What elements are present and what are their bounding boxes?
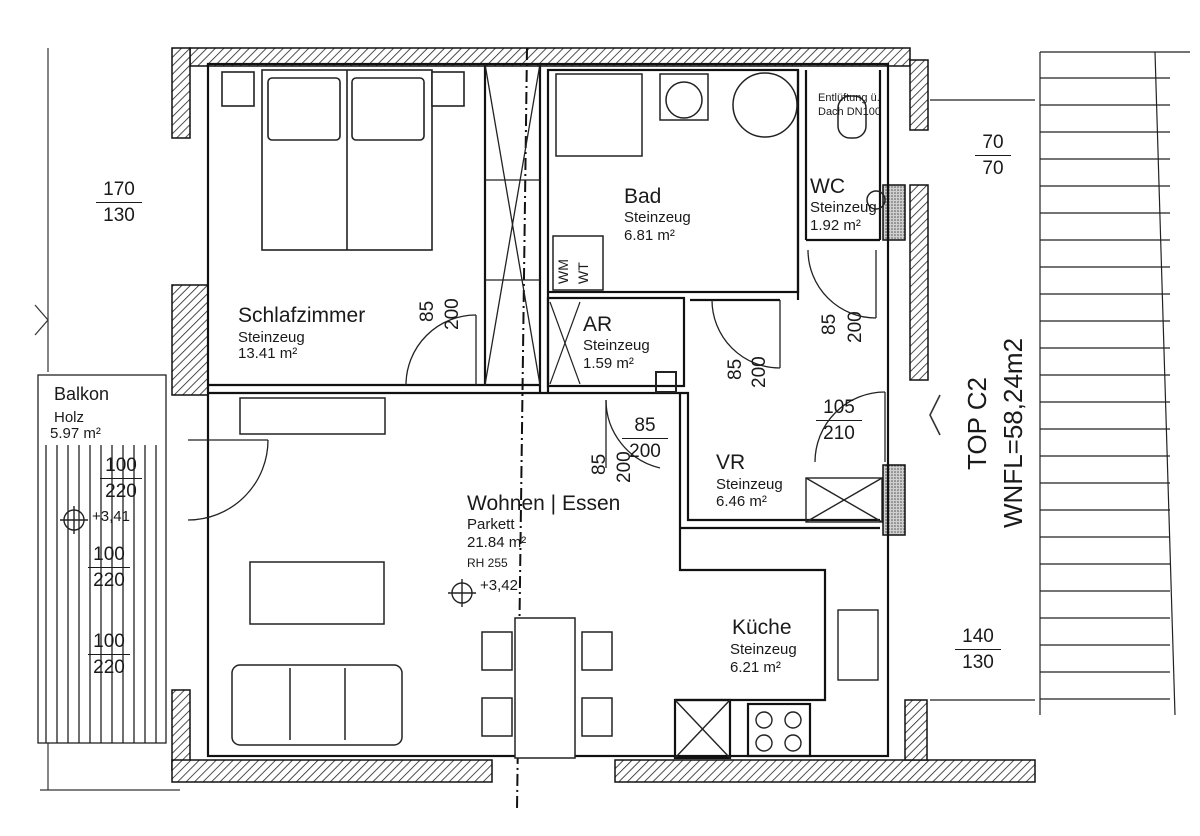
room-material-wohnen: Parkett [467, 516, 515, 533]
room-material-kueche: Steinzeug [730, 641, 797, 658]
door-dim-entry: 105 210 [816, 398, 862, 443]
window-dim-bedroom: 170 130 [96, 180, 142, 225]
roof-terrace [930, 51, 1190, 716]
axis-line [516, 47, 528, 811]
door-dim-living-height: 200 [629, 441, 661, 462]
door-dim-bedroom-width: 85 [417, 300, 438, 322]
room-area-balkon: 5.97 m² [50, 425, 101, 442]
fraction-bar [100, 478, 142, 479]
level-wohnen: +3,42 [480, 577, 518, 594]
room-material-schlafzimmer: Steinzeug [238, 329, 305, 346]
room-name-wc: WC [810, 175, 845, 198]
vent-note-1: Entlüftung ü. [818, 92, 880, 104]
room-name-ar: AR [583, 313, 613, 336]
window-dim-wc-width: 70 [982, 132, 1004, 153]
room-material-balkon: Holz [54, 409, 85, 426]
room-name-kueche: Küche [732, 616, 792, 639]
room-name-bad: Bad [624, 185, 662, 208]
door-dim-balcony-3: 100 220 [88, 632, 130, 677]
washer-label: WM [555, 259, 571, 284]
window-dim-bedroom-width: 170 [103, 179, 135, 200]
window-dim-wc: 70 70 [975, 133, 1011, 178]
room-area-wohnen: 21.84 m² [467, 534, 527, 551]
bath-fixtures [552, 72, 886, 291]
door-dim-entry-height: 210 [823, 423, 855, 444]
level-balkon: +3,41 [92, 508, 130, 525]
door-dim-balcony-2: 100 220 [88, 545, 130, 590]
door-dim-bedroom-height: 200 [442, 298, 463, 330]
fraction-bar [96, 202, 142, 203]
room-area-vr: 6.46 m² [716, 493, 767, 510]
window-dim-kitchen-width: 140 [962, 626, 994, 647]
door-dim-bad-width: 85 [725, 358, 746, 380]
room-name-balkon: Balkon [54, 384, 110, 404]
room-name-schlafzimmer: Schlafzimmer [238, 304, 366, 327]
room-area-kueche: 6.21 m² [730, 659, 781, 676]
room-material-ar: Steinzeug [583, 337, 650, 354]
window-dim-wc-height: 70 [982, 158, 1004, 179]
window-dim-bedroom-height: 130 [103, 205, 135, 226]
door-dim-balcony-1-height: 220 [105, 481, 137, 502]
door-dim-bad-height: 200 [749, 356, 770, 388]
window-dim-kitchen-height: 130 [962, 652, 994, 673]
door-dim-balcony-3-height: 220 [93, 657, 125, 678]
room-area-ar: 1.59 m² [583, 355, 634, 372]
door-dim-living: 85 200 [622, 416, 668, 461]
window-dim-kitchen: 140 130 [955, 627, 1001, 672]
vent-note-2: Dach DN100 [818, 106, 881, 118]
room-area-bad: 6.81 m² [624, 227, 675, 244]
door-dim-living-width: 85 [634, 415, 656, 436]
site-lines [34, 48, 180, 791]
level-markers [60, 506, 476, 607]
room-material-bad: Steinzeug [624, 209, 691, 226]
dryer-label: WT [575, 262, 591, 284]
door-dim-balcony-1-width: 100 [105, 455, 137, 476]
double-bed [221, 69, 465, 251]
fraction-bar [955, 649, 1001, 650]
unit-name: TOP C2 [962, 377, 992, 470]
room-name-wohnen: Wohnen | Essen [467, 492, 621, 515]
fraction-bar [88, 654, 130, 655]
door-dim-wc-height: 200 [845, 311, 866, 343]
door-dim-balcony-2-height: 220 [93, 570, 125, 591]
door-dim-wc-width: 85 [819, 313, 840, 335]
balcony [37, 374, 167, 744]
door-dim-ar-width: 85 [589, 453, 610, 475]
room-material-wc: Steinzeug [810, 199, 877, 216]
room-name-vr: VR [716, 451, 746, 474]
door-dim-ar-height: 200 [614, 451, 635, 483]
kitchen-fixtures [674, 477, 883, 759]
door-dim-balcony-3-width: 100 [93, 631, 125, 652]
door-dim-entry-width: 105 [823, 397, 855, 418]
door-dim-balcony-1: 100 220 [100, 456, 142, 501]
room-material-vr: Steinzeug [716, 476, 783, 493]
wardrobe [484, 63, 541, 386]
fraction-bar [816, 420, 862, 421]
room-area-schlafzimmer: 13.41 m² [238, 345, 298, 362]
living-furniture [231, 397, 613, 759]
doors [187, 249, 886, 521]
fraction-bar [622, 438, 668, 439]
fraction-bar [88, 567, 130, 568]
exterior-walls [171, 47, 1036, 783]
room-area-wc: 1.92 m² [810, 217, 861, 234]
storage-cross [549, 301, 677, 393]
fraction-bar [975, 155, 1011, 156]
unit-area: WNFL=58,24m2 [998, 337, 1028, 528]
room-height-wohnen: RH 255 [467, 556, 508, 570]
door-dim-balcony-2-width: 100 [93, 544, 125, 565]
entry-arrow [929, 394, 941, 436]
